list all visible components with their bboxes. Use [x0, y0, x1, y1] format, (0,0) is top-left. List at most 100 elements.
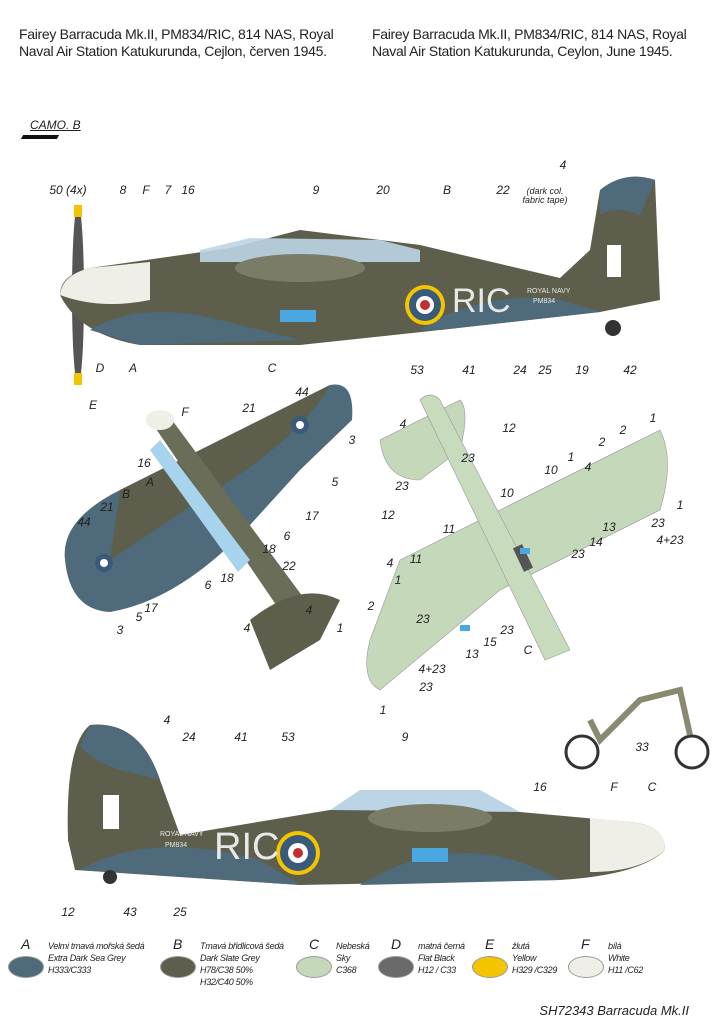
- callout: 8: [119, 183, 127, 197]
- color-swatch: [8, 956, 44, 978]
- camo-label: CAMO. B: [30, 118, 81, 132]
- legend-letter: F: [581, 936, 590, 952]
- callout: B: [121, 487, 131, 501]
- plan-view-upper: [64, 384, 353, 670]
- callout: 11: [442, 522, 456, 536]
- kit-reference: SH72343 Barracuda Mk.II: [539, 1003, 689, 1018]
- callout: C: [523, 643, 533, 657]
- callout: 22: [282, 559, 296, 573]
- callout: A: [145, 475, 155, 489]
- callout: 25: [538, 363, 552, 377]
- callout: C: [647, 780, 657, 794]
- callout: 2: [367, 599, 375, 613]
- legend-letter: D: [391, 936, 402, 952]
- callout: 17: [305, 509, 319, 523]
- side-view-right-profile: [67, 724, 665, 885]
- serial-bottom: PM834: [165, 842, 188, 849]
- royal-navy-top: ROYAL NAVY: [527, 288, 571, 295]
- callout-note: (dark col. fabric tape): [522, 186, 568, 205]
- callout: 53: [410, 363, 424, 377]
- side-view-left-profile: [60, 176, 660, 385]
- legend-codes: C368: [336, 965, 357, 975]
- callout: 23: [395, 479, 409, 493]
- color-swatch: [160, 956, 196, 978]
- callout: 24: [513, 363, 527, 377]
- callout: 23: [416, 612, 430, 626]
- callout: 9: [401, 730, 409, 744]
- title-czech: Fairey Barracuda Mk.II, PM834/RIC, 814 N…: [19, 26, 334, 59]
- royal-navy-bottom: ROYAL NAVY: [160, 831, 204, 838]
- callout: 1: [567, 450, 575, 464]
- callout: 12: [381, 508, 395, 522]
- legend-en: Yellow: [512, 953, 537, 963]
- fuselage-code-bottom: RIC: [214, 826, 280, 868]
- legend-letter: E: [485, 936, 495, 952]
- callout: 43: [123, 905, 137, 919]
- legend-en: White: [608, 953, 630, 963]
- callout: 44: [295, 385, 309, 399]
- fuselage-code-top: RIC: [452, 282, 511, 320]
- callout: 23: [461, 451, 475, 465]
- callout: 10: [500, 486, 514, 500]
- color-swatch: [472, 956, 508, 978]
- color-swatch: [568, 956, 604, 978]
- callout: 2: [619, 423, 627, 437]
- callout: 44: [77, 515, 91, 529]
- callout: 19: [575, 363, 589, 377]
- plan-view-lower: [366, 394, 668, 691]
- callout: 4: [399, 417, 407, 431]
- callout: F: [181, 405, 189, 419]
- callout: 23: [500, 623, 514, 637]
- callout: 4: [163, 713, 171, 727]
- callout: 12: [61, 905, 75, 919]
- callout: 4: [243, 621, 251, 635]
- callout: E: [88, 398, 98, 412]
- callout: 1: [336, 621, 344, 635]
- callout: 4: [584, 460, 592, 474]
- callout: 5: [135, 610, 143, 624]
- callout: 24: [182, 730, 196, 744]
- legend-cz: bílá: [608, 941, 622, 951]
- legend-cz: matná černá: [418, 941, 465, 951]
- callout: 18: [262, 542, 276, 556]
- color-swatch: [296, 956, 332, 978]
- callout: 15: [483, 635, 497, 649]
- callout: 4+23: [656, 533, 684, 547]
- serial-top: PM834: [533, 298, 556, 305]
- callout: 22: [496, 183, 510, 197]
- title-english: Fairey Barracuda Mk.II, PM834/RIC, 814 N…: [372, 26, 687, 59]
- callout: 50 (4x): [49, 183, 87, 197]
- callout: 7: [164, 183, 172, 197]
- callout: D: [95, 361, 105, 375]
- callout: 1: [379, 703, 387, 717]
- legend-codes: H329 /C329: [512, 965, 558, 975]
- callout: 4: [559, 158, 567, 172]
- callout: 18: [220, 571, 234, 585]
- callout: 1: [394, 573, 402, 587]
- callout: 6: [204, 578, 212, 592]
- callout: 4: [386, 556, 394, 570]
- callout: A: [128, 361, 138, 375]
- legend-letter: A: [21, 936, 31, 952]
- callout: 42: [623, 363, 637, 377]
- callout: 6: [283, 529, 291, 543]
- callout: 14: [589, 535, 603, 549]
- callout: 1: [676, 498, 684, 512]
- callout: F: [610, 780, 618, 794]
- callout: 17: [144, 601, 158, 615]
- callout: 12: [502, 421, 516, 435]
- callout: 13: [465, 647, 479, 661]
- legend-codes: H12 / C33: [418, 965, 456, 975]
- legend-en: Sky: [336, 953, 351, 963]
- callout: 3: [116, 623, 124, 637]
- callout: 4: [305, 603, 313, 617]
- callout: 20: [376, 183, 390, 197]
- callout: 23: [571, 547, 585, 561]
- callout: 41: [462, 363, 476, 377]
- callout: 4+23: [418, 662, 446, 676]
- landing-gear-detail: [564, 686, 710, 770]
- legend-letter: B: [173, 936, 183, 952]
- callout: 41: [234, 730, 248, 744]
- legend-codes: H78/C38 50%: [200, 965, 253, 975]
- legend-codes-2: H32/C40 50%: [200, 977, 253, 987]
